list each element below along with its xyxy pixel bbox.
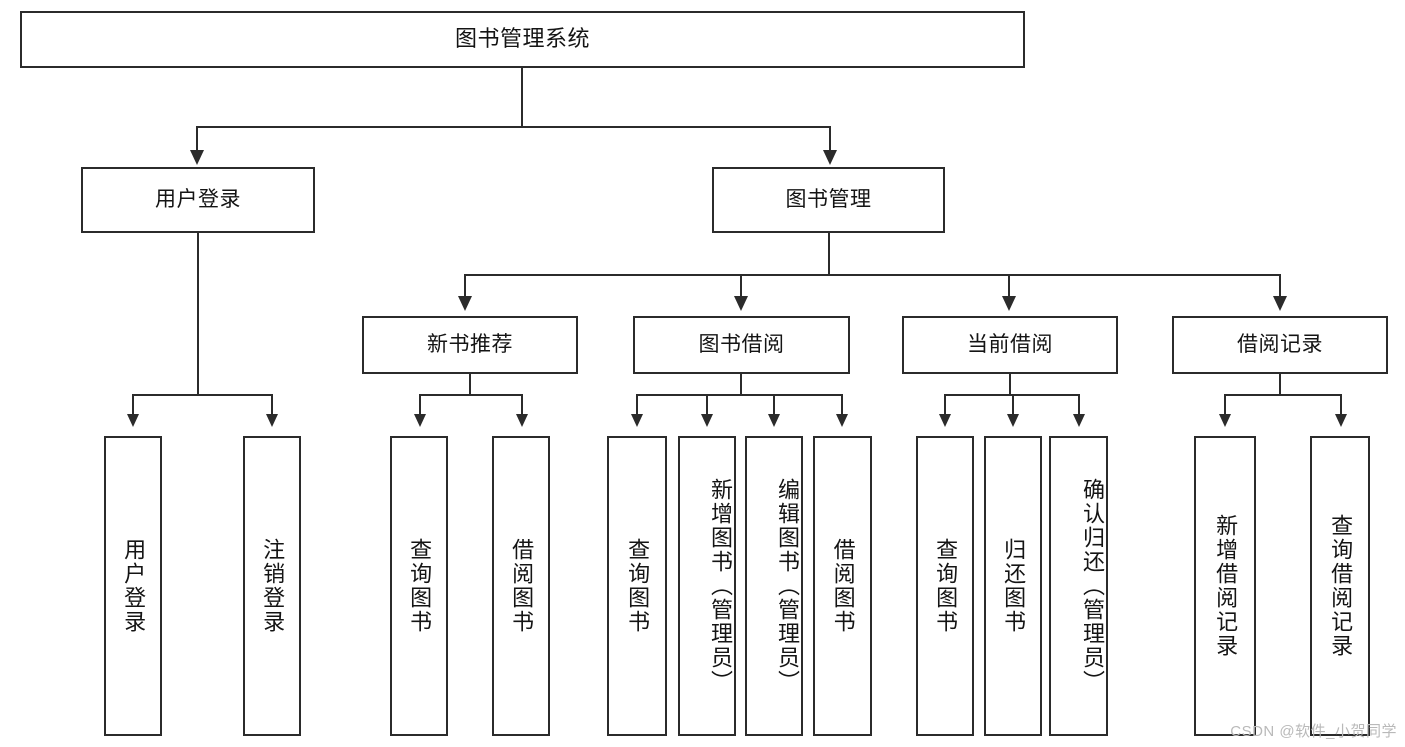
connector-new-book-stem [469, 374, 471, 394]
node-new-book-recommend[interactable]: 新书推荐 [362, 316, 578, 374]
leaf-book-borrow-edit-admin[interactable]: 编辑图书（管理员） [745, 436, 803, 736]
arrow-to-current-borrow [1002, 296, 1016, 311]
leaf-book-borrow-borrow[interactable]: 借阅图书 [813, 436, 872, 736]
arrow-book-borrow-to-leaf-4 [836, 414, 848, 427]
arrow-user-login-to-leaf-1 [127, 414, 139, 427]
leaf-user-login-logout[interactable]: 注销登录 [243, 436, 301, 736]
connector-to-current-borrow [1008, 274, 1010, 298]
leaf-borrow-record-add[interactable]: 新增借阅记录 [1194, 436, 1256, 736]
connector-root-bus [196, 126, 831, 128]
leaf-current-borrow-confirm-admin[interactable]: 确认归还（管理员） [1049, 436, 1108, 736]
node-book-borrow[interactable]: 图书借阅 [633, 316, 850, 374]
connector-borrow-record-to-leaf-2 [1340, 394, 1342, 416]
connector-new-book-to-leaf-1 [419, 394, 421, 416]
leaf-current-borrow-query[interactable]: 查询图书 [916, 436, 974, 736]
arrow-book-borrow-to-leaf-3 [768, 414, 780, 427]
connector-to-new-book [464, 274, 466, 298]
connector-borrow-record-stem [1279, 374, 1281, 394]
connector-to-book-borrow [740, 274, 742, 298]
arrow-borrow-record-to-leaf-2 [1335, 414, 1347, 427]
arrow-to-borrow-record [1273, 296, 1287, 311]
arrow-current-borrow-to-leaf-3 [1073, 414, 1085, 427]
connector-borrow-record-bus [1224, 394, 1341, 396]
arrow-new-book-to-leaf-2 [516, 414, 528, 427]
connector-book-management-stem [828, 233, 830, 274]
arrow-to-book-borrow [734, 296, 748, 311]
connector-user-login-to-leaf-2 [271, 394, 273, 416]
connector-current-borrow-stem [1009, 374, 1011, 394]
node-user-login[interactable]: 用户登录 [81, 167, 315, 233]
node-borrow-record[interactable]: 借阅记录 [1172, 316, 1388, 374]
arrow-to-new-book [458, 296, 472, 311]
connector-book-borrow-bus [636, 394, 843, 396]
connector-book-borrow-to-leaf-3 [773, 394, 775, 416]
connector-user-login-bus [132, 394, 272, 396]
leaf-book-borrow-add-admin[interactable]: 新增图书（管理员） [678, 436, 736, 736]
arrow-root-to-user-login [190, 150, 204, 165]
leaf-borrow-record-query[interactable]: 查询借阅记录 [1310, 436, 1370, 736]
connector-root-to-user-login [196, 126, 198, 152]
connector-book-borrow-to-leaf-2 [706, 394, 708, 416]
connector-new-book-to-leaf-2 [521, 394, 523, 416]
leaf-user-login-login[interactable]: 用户登录 [104, 436, 162, 736]
connector-book-borrow-stem [740, 374, 742, 394]
arrow-current-borrow-to-leaf-2 [1007, 414, 1019, 427]
arrow-borrow-record-to-leaf-1 [1219, 414, 1231, 427]
connector-level3-bus [464, 274, 1280, 276]
connector-new-book-bus [419, 394, 522, 396]
connector-current-borrow-bus [944, 394, 1079, 396]
connector-user-login-stem [197, 233, 199, 394]
node-current-borrow[interactable]: 当前借阅 [902, 316, 1118, 374]
arrow-user-login-to-leaf-2 [266, 414, 278, 427]
connector-to-borrow-record [1279, 274, 1281, 298]
connector-current-borrow-to-leaf-2 [1012, 394, 1014, 416]
connector-root-stem [521, 68, 523, 126]
connector-current-borrow-to-leaf-3 [1078, 394, 1080, 416]
leaf-book-borrow-query[interactable]: 查询图书 [607, 436, 667, 736]
arrow-new-book-to-leaf-1 [414, 414, 426, 427]
arrow-book-borrow-to-leaf-2 [701, 414, 713, 427]
connector-user-login-to-leaf-1 [132, 394, 134, 416]
leaf-new-book-borrow[interactable]: 借阅图书 [492, 436, 550, 736]
arrow-root-to-book-management [823, 150, 837, 165]
node-root-book-management-system[interactable]: 图书管理系统 [20, 11, 1025, 68]
arrow-book-borrow-to-leaf-1 [631, 414, 643, 427]
arrow-current-borrow-to-leaf-1 [939, 414, 951, 427]
connector-current-borrow-to-leaf-1 [944, 394, 946, 416]
connector-book-borrow-to-leaf-4 [841, 394, 843, 416]
connector-book-borrow-to-leaf-1 [636, 394, 638, 416]
connector-root-to-book-management [829, 126, 831, 152]
connector-borrow-record-to-leaf-1 [1224, 394, 1226, 416]
leaf-current-borrow-return[interactable]: 归还图书 [984, 436, 1042, 736]
node-book-management[interactable]: 图书管理 [712, 167, 945, 233]
leaf-new-book-query[interactable]: 查询图书 [390, 436, 448, 736]
